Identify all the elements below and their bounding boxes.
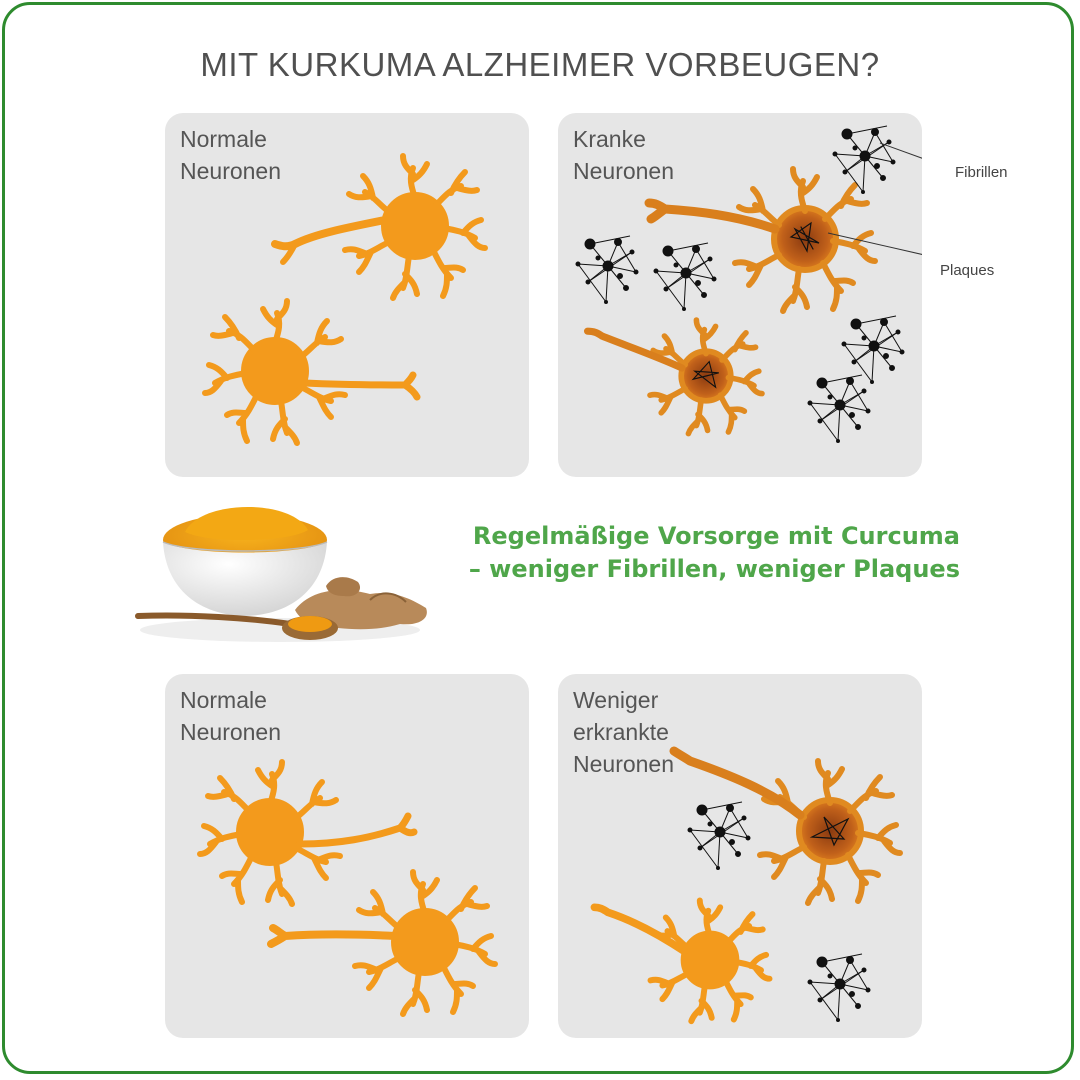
fibril-icon <box>841 315 905 384</box>
slogan: Regelmäßige Vorsorge mit Curcuma – wenig… <box>420 520 960 586</box>
panel-label: Normale Neuronen <box>180 126 282 184</box>
panel-normal-neurons-top: Normale Neuronen <box>165 113 529 477</box>
fibril-callout-line <box>879 142 922 159</box>
neuron-icon <box>205 301 421 443</box>
neuron-illustration <box>575 125 922 443</box>
neuron-illustration <box>590 746 922 1038</box>
page-title: MIT KURKUMA ALZHEIMER VORBEUGEN? <box>200 46 880 83</box>
neuron-illustration <box>165 113 529 477</box>
neuron-illustration <box>165 674 529 1038</box>
panel-sick-neurons: Kranke Neuronen <box>558 113 922 477</box>
sick-neuron-icon <box>583 320 762 434</box>
neuron-icon <box>271 156 485 298</box>
neuron-icon <box>200 762 418 904</box>
slogan-line-1: Regelmäßige Vorsorge mit Curcuma <box>472 522 960 550</box>
fibril-icon <box>575 235 639 304</box>
panel-fewer-sick-neurons: Weniger erkrankte Neuronen <box>558 674 922 1038</box>
wooden-spoon-icon <box>135 612 338 640</box>
panel-label: Kranke Neuronen <box>573 126 675 184</box>
callout-fibrils: Fibrillen <box>955 164 1008 181</box>
sick-neuron-icon <box>644 169 875 311</box>
fibril-icon <box>832 125 896 194</box>
panel-label: Weniger erkrankte Neuronen <box>573 687 675 777</box>
turmeric-image <box>130 490 440 665</box>
callout-plaques: Plaques <box>940 262 995 279</box>
fibril-icon <box>807 953 871 1022</box>
panel-label: Normale Neuronen <box>180 687 282 745</box>
fibril-icon <box>807 374 871 443</box>
turmeric-bowl-icon <box>162 506 328 616</box>
plaque-callout-line <box>827 232 922 255</box>
panel-normal-neurons-bottom: Normale Neuronen <box>165 674 529 1038</box>
slogan-line-2: – weniger Fibrillen, weniger Plaques <box>468 555 960 583</box>
neuron-icon <box>590 901 769 1022</box>
fibril-icon <box>653 242 717 311</box>
fibril-icon <box>687 801 751 870</box>
neuron-icon <box>267 872 495 1014</box>
sick-neuron-icon <box>669 746 900 903</box>
